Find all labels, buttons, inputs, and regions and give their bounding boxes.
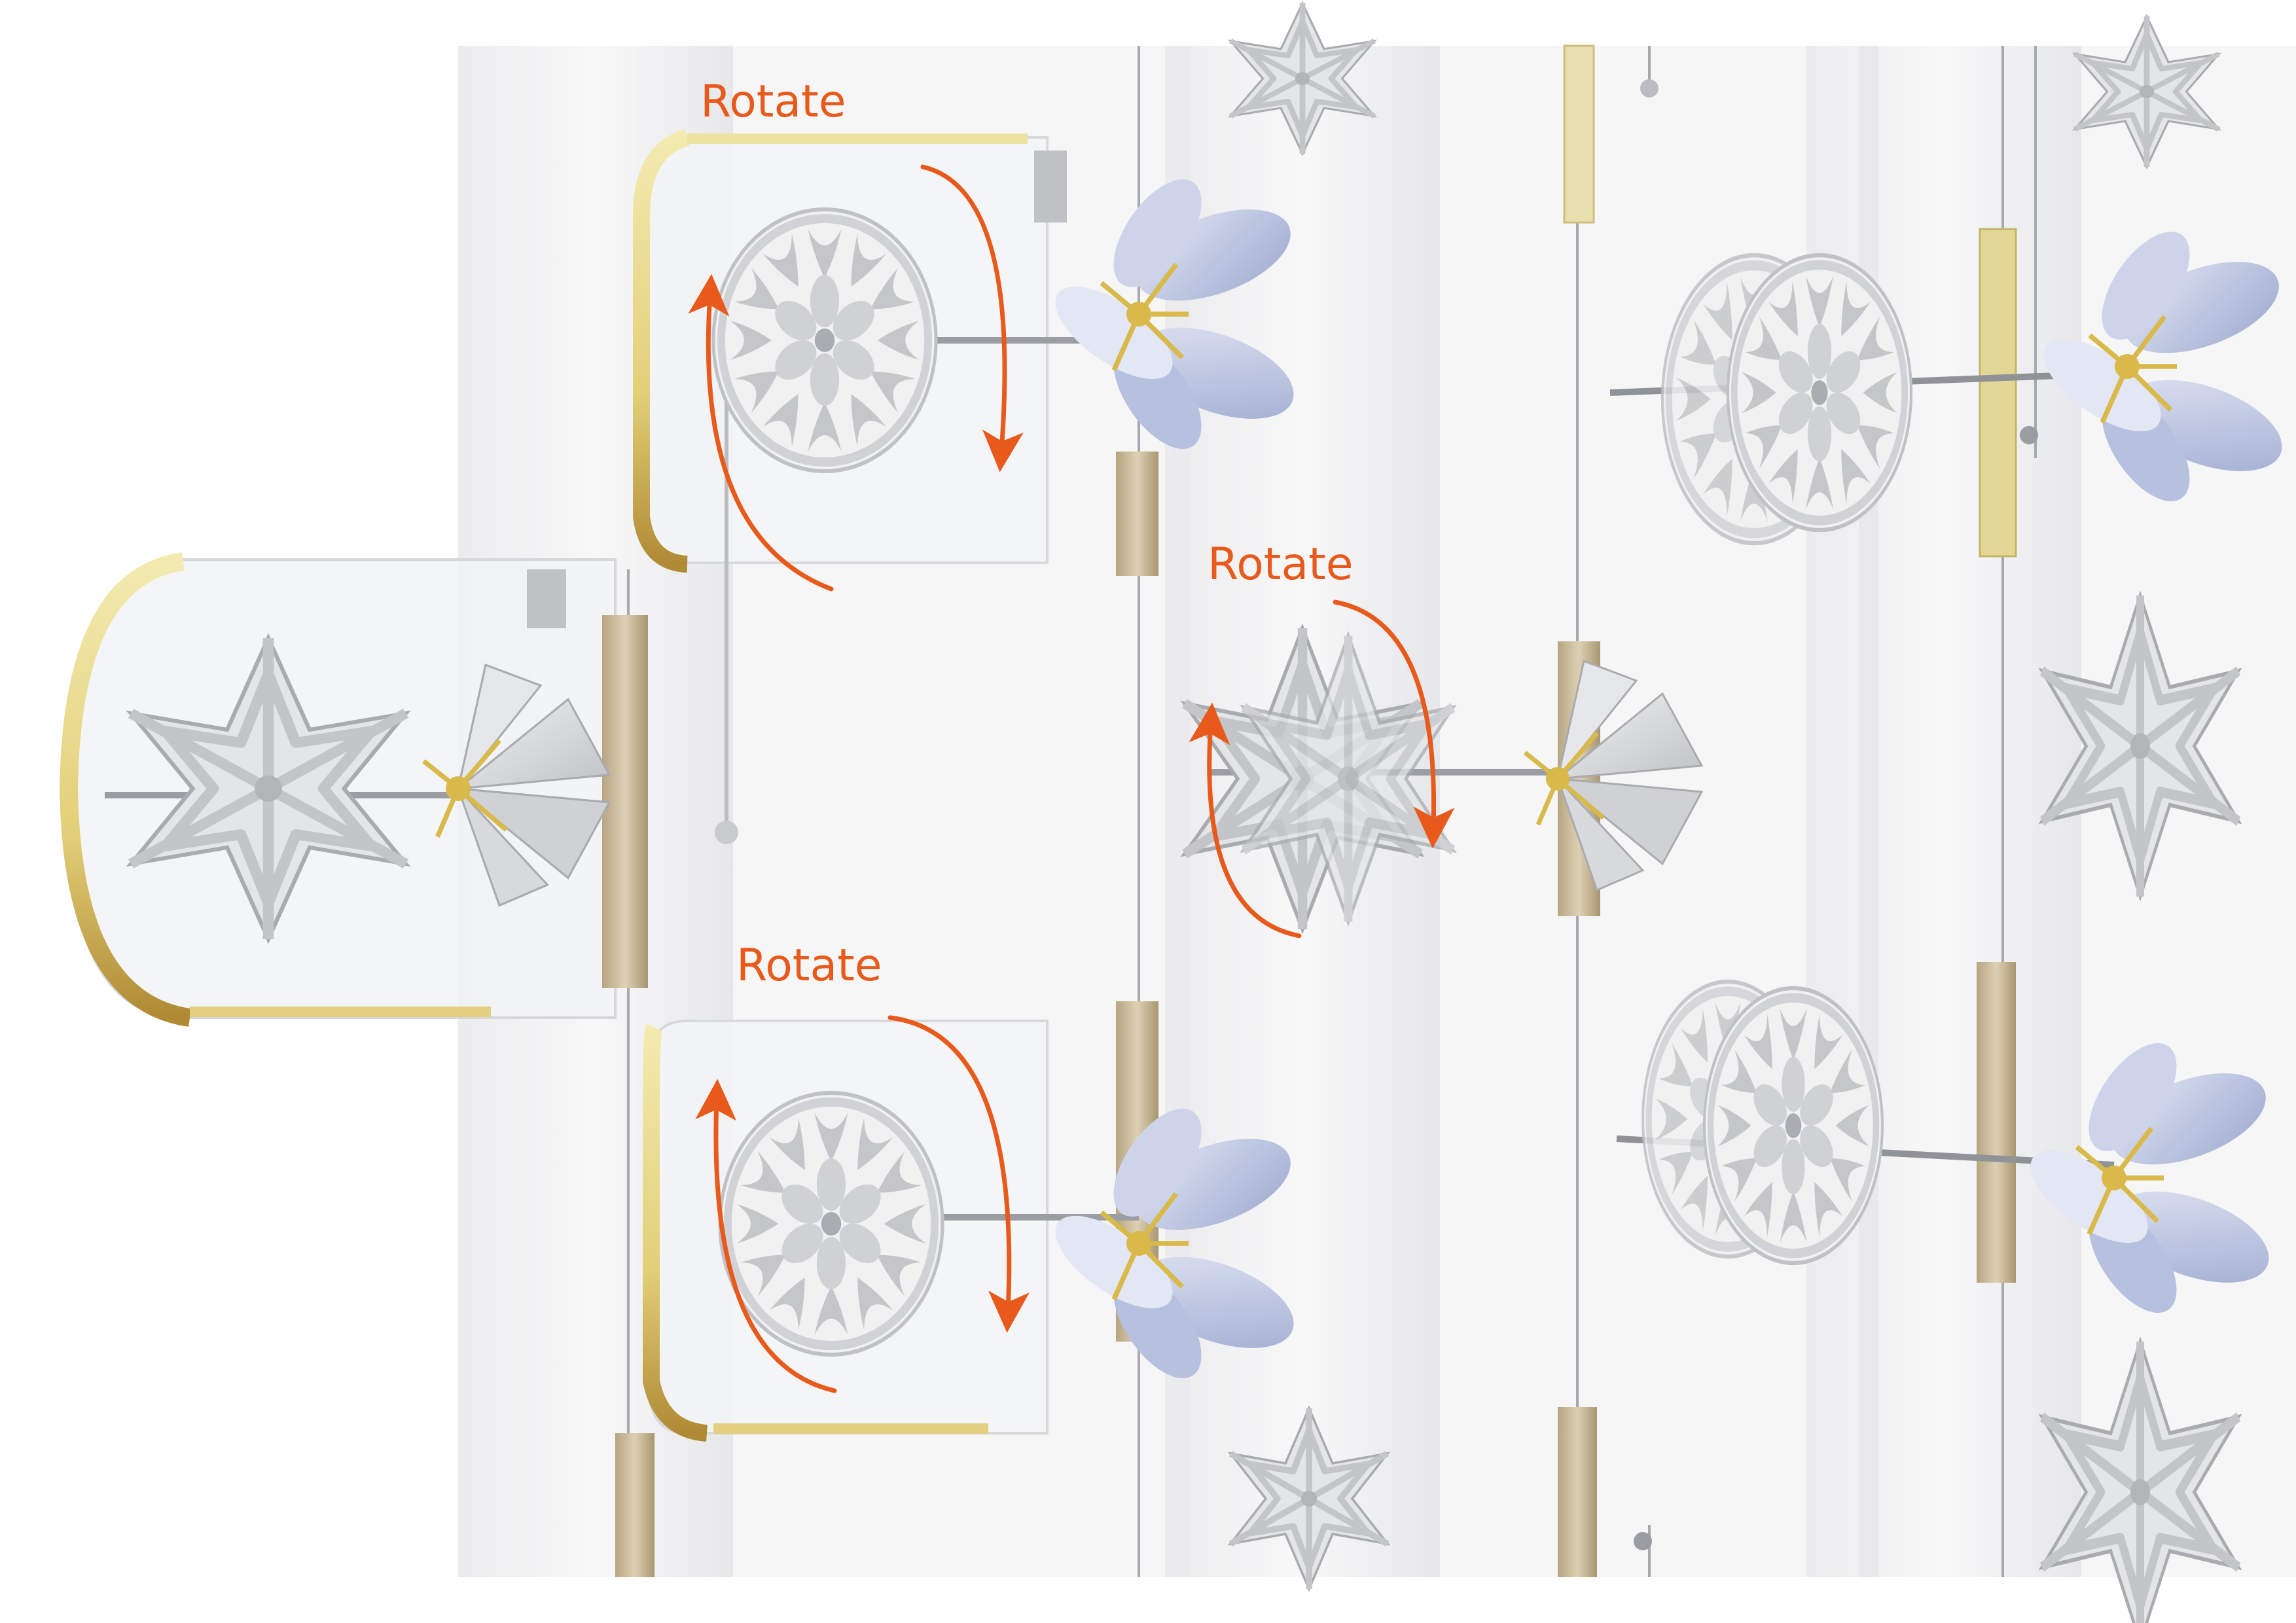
left-mechanism bbox=[105, 569, 609, 939]
rotate-label-bottom: Rotate bbox=[736, 940, 882, 991]
arrow-top-counter bbox=[688, 274, 834, 592]
rotate-label-top: Rotate bbox=[700, 76, 846, 128]
arrow-middle-clockwise bbox=[1333, 599, 1455, 849]
top-mechanism bbox=[713, 151, 1306, 471]
right-mechanisms bbox=[1230, 3, 2294, 1623]
middle-mechanism bbox=[1185, 628, 1702, 929]
arrow-middle-counter bbox=[1189, 702, 1302, 938]
rotation-arrows bbox=[688, 164, 1455, 1393]
arrow-top-clockwise bbox=[920, 164, 1024, 473]
arrow-bottom-counter bbox=[695, 1079, 837, 1393]
bottom-mechanism bbox=[720, 1093, 1306, 1393]
rotate-label-middle: Rotate bbox=[1208, 539, 1354, 590]
arrow-bottom-clockwise bbox=[888, 1015, 1030, 1333]
